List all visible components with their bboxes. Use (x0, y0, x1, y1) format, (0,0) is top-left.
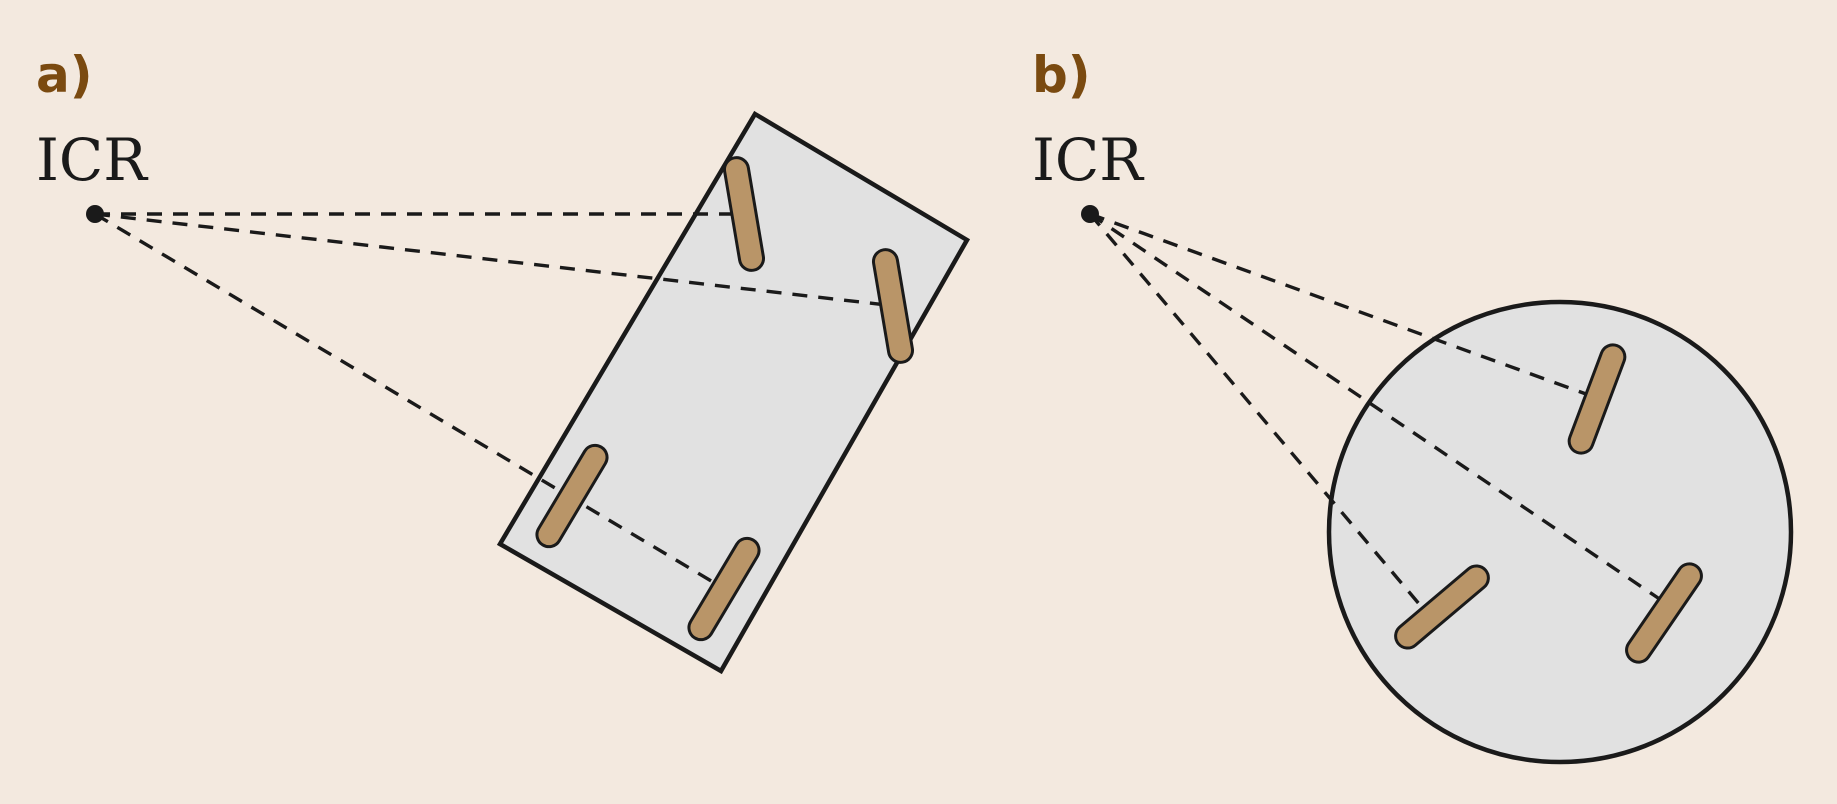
panel-b: b) ICR (1032, 46, 1794, 765)
panel-b-wheel-left (1394, 564, 1490, 650)
panel-b-icr-label: ICR (1032, 126, 1145, 194)
panel-a-wheel-front-right (871, 248, 915, 364)
panel-b-ray-wheel-3 (1088, 212, 1422, 607)
panel-b-ray-wheel-2 (1089, 212, 1665, 604)
panel-b-icr-point (1081, 205, 1099, 223)
panel-b-circular-body (1326, 299, 1794, 765)
panel-b-wheel-right (1625, 562, 1703, 664)
panel-a-icr-label: ICR (36, 126, 149, 194)
panel-a: a) ICR (36, 46, 971, 675)
panel-b-wheel-top (1567, 343, 1627, 455)
panel-a-wheel-front-left (722, 156, 766, 272)
panel-b-ray-wheel-1 (1089, 212, 1598, 400)
panel-a-label: a) (36, 46, 93, 104)
panel-a-wheel-rear-left (535, 443, 609, 549)
panel-a-ray-wheels-3-4 (94, 212, 724, 590)
panel-a-wheel-rear-right (687, 536, 761, 642)
panel-a-icr-point (86, 205, 104, 223)
panel-b-label: b) (1032, 46, 1091, 104)
panel-a-ray-wheel-2 (94, 212, 896, 308)
panel-a-rectangular-body (496, 110, 971, 675)
